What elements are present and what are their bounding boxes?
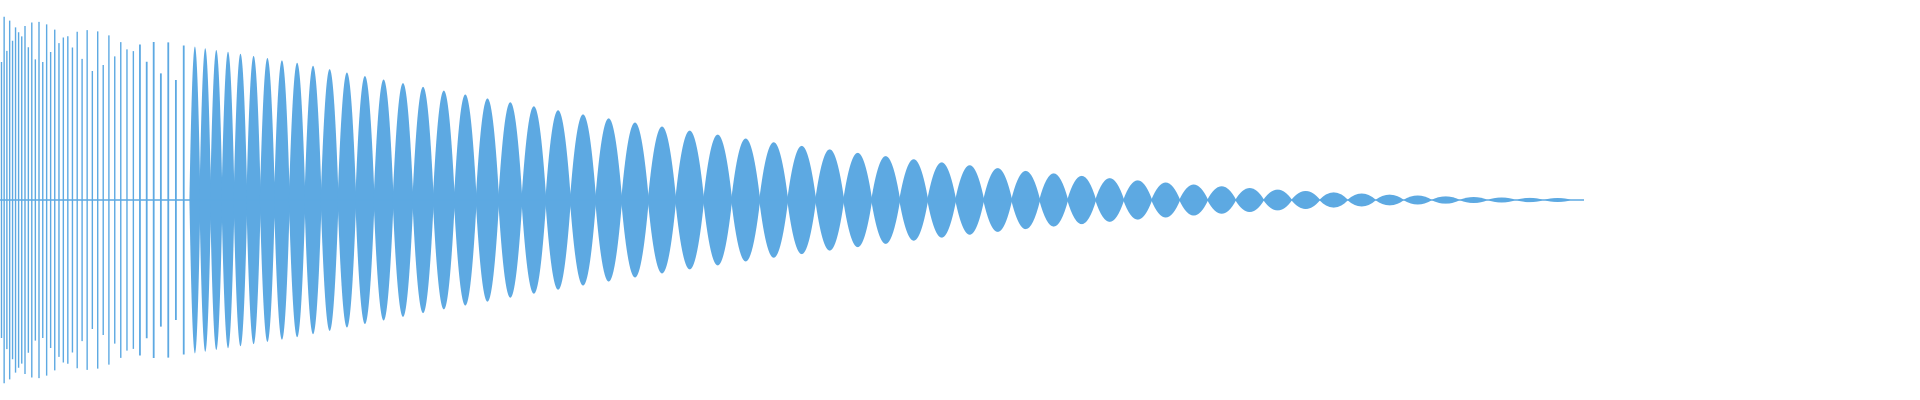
- audio-waveform: [0, 16, 1584, 384]
- audio-waveform-view: [0, 16, 1584, 384]
